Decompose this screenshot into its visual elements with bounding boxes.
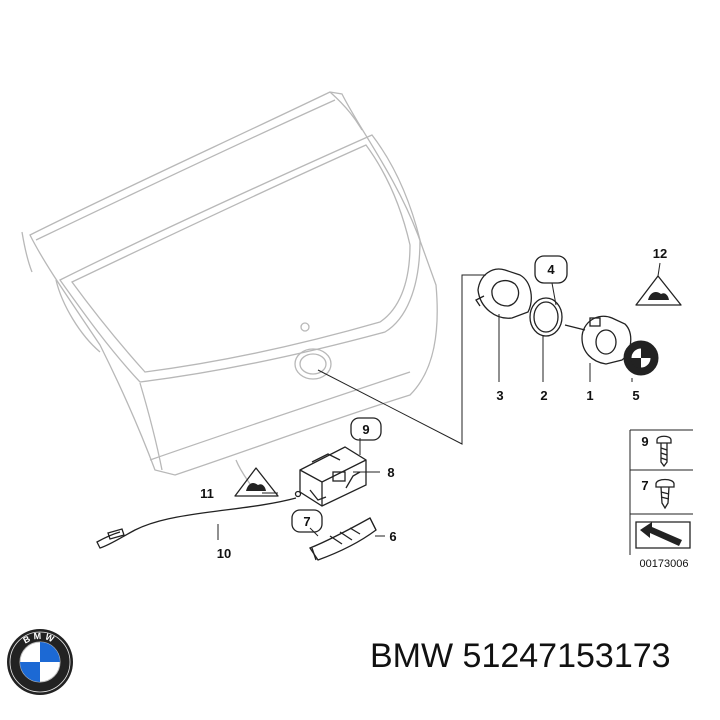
reference-number: 00173006 [640, 558, 689, 570]
part-5-bmw-roundel [623, 340, 659, 376]
part-title: BMW 51247153173 [370, 636, 671, 676]
bmw-logo: BMW [7, 629, 73, 695]
legend-label-9: 9 [641, 434, 648, 449]
part-6-handle [309, 517, 377, 561]
callout-6: 6 [389, 529, 396, 544]
part-10-cable [96, 490, 302, 549]
callout-9: 9 [350, 417, 382, 441]
fastener-legend: 9 7 00173006 [629, 429, 693, 570]
callout-7-label: 7 [303, 514, 310, 529]
callout-7: 7 [291, 509, 323, 533]
callout-12: 12 [653, 246, 667, 261]
logo-letters: BMW [21, 631, 55, 646]
part-12-warning-label [635, 275, 682, 306]
part-number: 51247153173 [462, 637, 671, 675]
callout-2: 2 [540, 388, 547, 403]
part-3-emblem-holder [475, 268, 532, 319]
tailgate-outline [21, 91, 438, 485]
part-8-lock [299, 446, 367, 507]
part-1-emblem-carrier [564, 315, 632, 365]
parts-diagram: 4 9 7 1 2 3 [21, 91, 693, 570]
screw-7-icon [655, 478, 675, 510]
legend-label-7: 7 [641, 478, 648, 493]
brand-name: BMW [370, 637, 454, 675]
leader-lines [217, 262, 661, 540]
callout-5: 5 [632, 388, 639, 403]
callout-11: 11 [200, 486, 214, 501]
direction-arrow-icon [635, 521, 691, 549]
part-11-warning-label [234, 467, 279, 497]
callout-9-label: 9 [362, 422, 369, 437]
callout-3: 3 [496, 388, 503, 403]
svg-text:BMW: BMW [21, 631, 58, 646]
callout-8: 8 [387, 465, 394, 480]
screw-9-icon [656, 435, 672, 468]
part-2-ring-seal [529, 297, 563, 337]
callout-4-label: 4 [547, 262, 555, 277]
callout-1: 1 [586, 388, 593, 403]
callout-4: 4 [534, 255, 568, 284]
callout-10: 10 [217, 546, 231, 561]
